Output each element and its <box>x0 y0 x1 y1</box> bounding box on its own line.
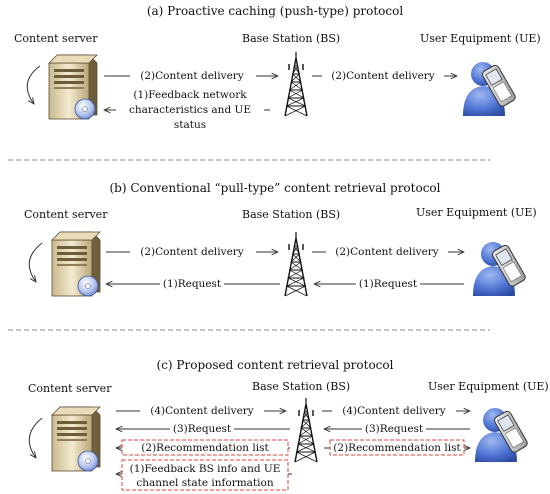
msg-reco-c-right: (2)Recommendation list <box>333 442 461 454</box>
msg-feedback-c-1: (1)Feedback BS info and UE <box>130 463 281 475</box>
msg-feedback-a-2: characteristics and UE <box>129 104 251 116</box>
server-icon <box>51 406 101 472</box>
tower-icon <box>284 231 308 297</box>
server-loop-arrow <box>28 417 43 458</box>
msg-request-c-right: (3)Request <box>365 423 424 435</box>
msg-delivery-b-right: (2)Content delivery <box>335 246 439 258</box>
msg-feedback-a-1: (1)Feedback network <box>133 89 247 101</box>
panel-c-bs-label: Base Station (BS) <box>252 380 350 393</box>
ue-icon <box>472 241 528 297</box>
msg-delivery-a-left: (2)Content delivery <box>140 70 244 82</box>
msg-feedback-c-2: channel state information <box>136 477 273 489</box>
panel-c-server-label: Content server <box>28 382 112 395</box>
panel-b-title: (b) Conventional “pull-type” content ret… <box>110 181 441 195</box>
msg-request-c-left: (3)Request <box>173 423 232 435</box>
tower-icon <box>284 51 308 117</box>
tower-icon <box>294 397 318 463</box>
server-loop-arrow <box>26 65 41 104</box>
msg-feedback-a-3: status <box>174 119 206 131</box>
msg-reco-c-left: (2)Recommendation list <box>141 442 269 454</box>
panel-b-server-label: Content server <box>24 208 108 221</box>
ue-icon <box>474 407 530 463</box>
panel-b-ue-label: User Equipment (UE) <box>416 206 537 219</box>
ue-icon <box>462 61 518 117</box>
server-icon <box>51 231 101 297</box>
msg-delivery-c-left: (4)Content delivery <box>150 405 254 417</box>
msg-delivery-a-right: (2)Content delivery <box>331 70 435 82</box>
panel-c-ue-label: User Equipment (UE) <box>428 380 549 393</box>
reco-box-left <box>121 439 289 456</box>
msg-request-b-left: (1)Request <box>163 278 222 290</box>
msg-delivery-b-left: (2)Content delivery <box>140 246 244 258</box>
panel-a-bs-label: Base Station (BS) <box>242 32 340 45</box>
msg-request-b-right: (1)Request <box>359 278 418 290</box>
reco-box-right <box>329 439 465 456</box>
server-loop-arrow <box>28 242 43 282</box>
msg-delivery-c-right: (4)Content delivery <box>342 405 446 417</box>
panel-a-title: (a) Proactive caching (push-type) protoc… <box>147 4 404 18</box>
feedback-box <box>121 459 289 491</box>
server-icon <box>48 54 98 120</box>
panel-c-title: (c) Proposed content retrieval protocol <box>157 358 394 372</box>
panel-a-server-label: Content server <box>14 32 98 45</box>
panel-a-ue-label: User Equipment (UE) <box>420 32 541 45</box>
panel-b-bs-label: Base Station (BS) <box>242 208 340 221</box>
